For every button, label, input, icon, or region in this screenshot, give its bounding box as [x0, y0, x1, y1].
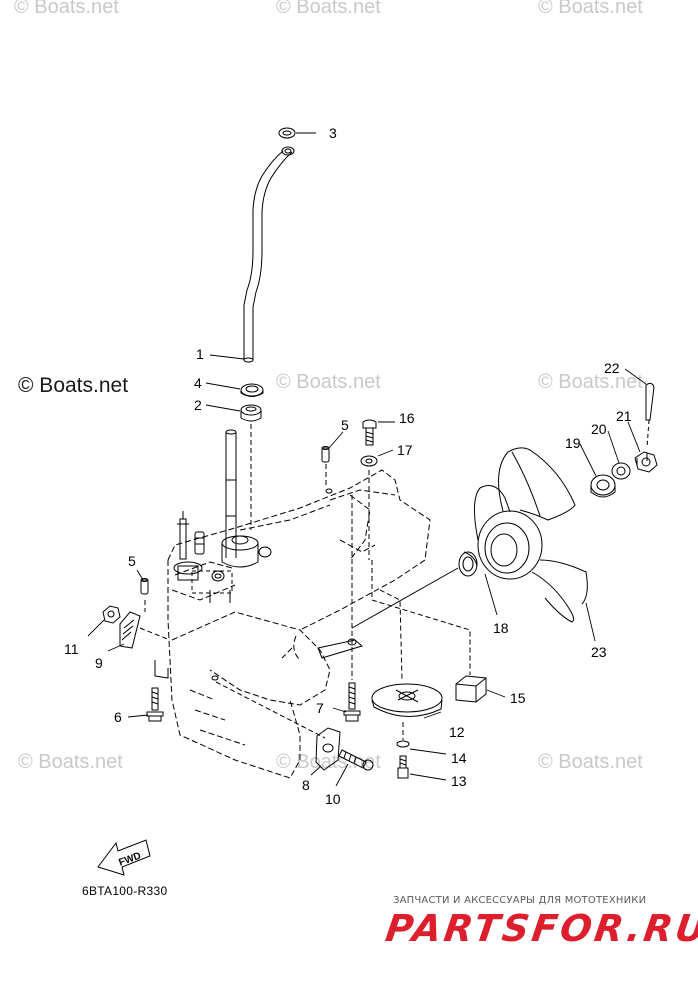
propeller-part-23 — [474, 447, 588, 623]
callout-14: 14 — [451, 750, 467, 766]
bolt-part-6 — [146, 687, 164, 722]
nut-part-11 — [102, 605, 121, 624]
dowel-pin-5-upper — [321, 446, 330, 463]
callout-15: 15 — [510, 690, 526, 706]
washer-part-20 — [611, 462, 631, 480]
callout-22: 22 — [604, 360, 620, 376]
thrust-washer-part-18 — [458, 551, 478, 577]
callout-23: 23 — [591, 644, 607, 660]
anode-part-15 — [455, 675, 487, 703]
callout-5-lower: 5 — [128, 553, 136, 569]
guide-line — [139, 627, 171, 641]
bolt-part-16 — [362, 419, 377, 446]
callout-4: 4 — [194, 375, 202, 391]
callout-5-upper: 5 — [341, 417, 349, 433]
watermark: © Boats.net — [18, 374, 129, 397]
bolt-part-10 — [338, 749, 374, 771]
callout-20: 20 — [591, 421, 607, 437]
store-logo[interactable]: PARTSFOR.RU — [382, 907, 698, 950]
washer-part-17 — [360, 455, 378, 467]
guide-line — [351, 567, 459, 629]
watermark: © Boats.net — [538, 371, 643, 393]
plate-part-9 — [119, 611, 141, 649]
watermark: © Boats.net — [538, 0, 643, 18]
washer-part-14 — [396, 740, 410, 748]
callout-19: 19 — [565, 435, 581, 451]
spacer-part-19 — [590, 474, 616, 498]
lower-case-outline — [167, 469, 431, 779]
callout-2: 2 — [194, 397, 202, 413]
callout-18: 18 — [493, 620, 509, 636]
watermark: © Boats.net — [18, 751, 123, 773]
shift-rod-assembly — [173, 511, 231, 603]
cotter-pin-part-22 — [645, 382, 655, 421]
callout-10: 10 — [325, 791, 341, 807]
watermark: © Boats.net — [14, 0, 119, 18]
grommet-part-3 — [278, 127, 296, 139]
callout-6: 6 — [114, 709, 122, 725]
guide-line — [154, 660, 169, 679]
watermark: © Boats.net — [538, 751, 643, 773]
watermark: © Boats.net — [276, 371, 381, 393]
callout-1: 1 — [196, 346, 204, 362]
callout-21: 21 — [616, 408, 632, 424]
assembly-guide-lines — [144, 424, 471, 681]
grommet-part-2 — [240, 404, 262, 422]
callout-9: 9 — [95, 655, 103, 671]
bolt-part-7 — [343, 682, 361, 722]
bolt-part-13 — [397, 755, 409, 779]
callout-13: 13 — [451, 773, 467, 789]
callout-7: 7 — [316, 700, 324, 716]
callout-16: 16 — [399, 410, 415, 426]
grommet-part-8 — [315, 727, 341, 771]
anode-part-12 — [371, 683, 443, 718]
callout-12: 12 — [449, 724, 465, 740]
leader-lines — [87, 132, 647, 787]
store-tagline: ЗАПЧАСТИ И АКСЕССУАРЫ ДЛЯ МОТОТЕХНИКИ — [393, 895, 647, 906]
dowel-pin-5-lower — [140, 578, 149, 595]
drawing-code: 6BTA100-R330 — [82, 884, 168, 898]
nut-part-21 — [634, 451, 658, 473]
seal-part-4 — [240, 383, 264, 397]
water-tube — [243, 146, 295, 363]
guide-line — [646, 419, 650, 449]
watermark: © Boats.net — [276, 0, 381, 18]
callout-3: 3 — [329, 125, 337, 141]
lower-case-details — [191, 488, 364, 681]
callout-17: 17 — [397, 442, 413, 458]
callout-8: 8 — [302, 777, 310, 793]
forward-direction-arrow: FWD — [97, 839, 151, 876]
guide-line — [215, 681, 326, 739]
callout-11: 11 — [64, 641, 79, 657]
drive-shaft — [221, 429, 272, 568]
